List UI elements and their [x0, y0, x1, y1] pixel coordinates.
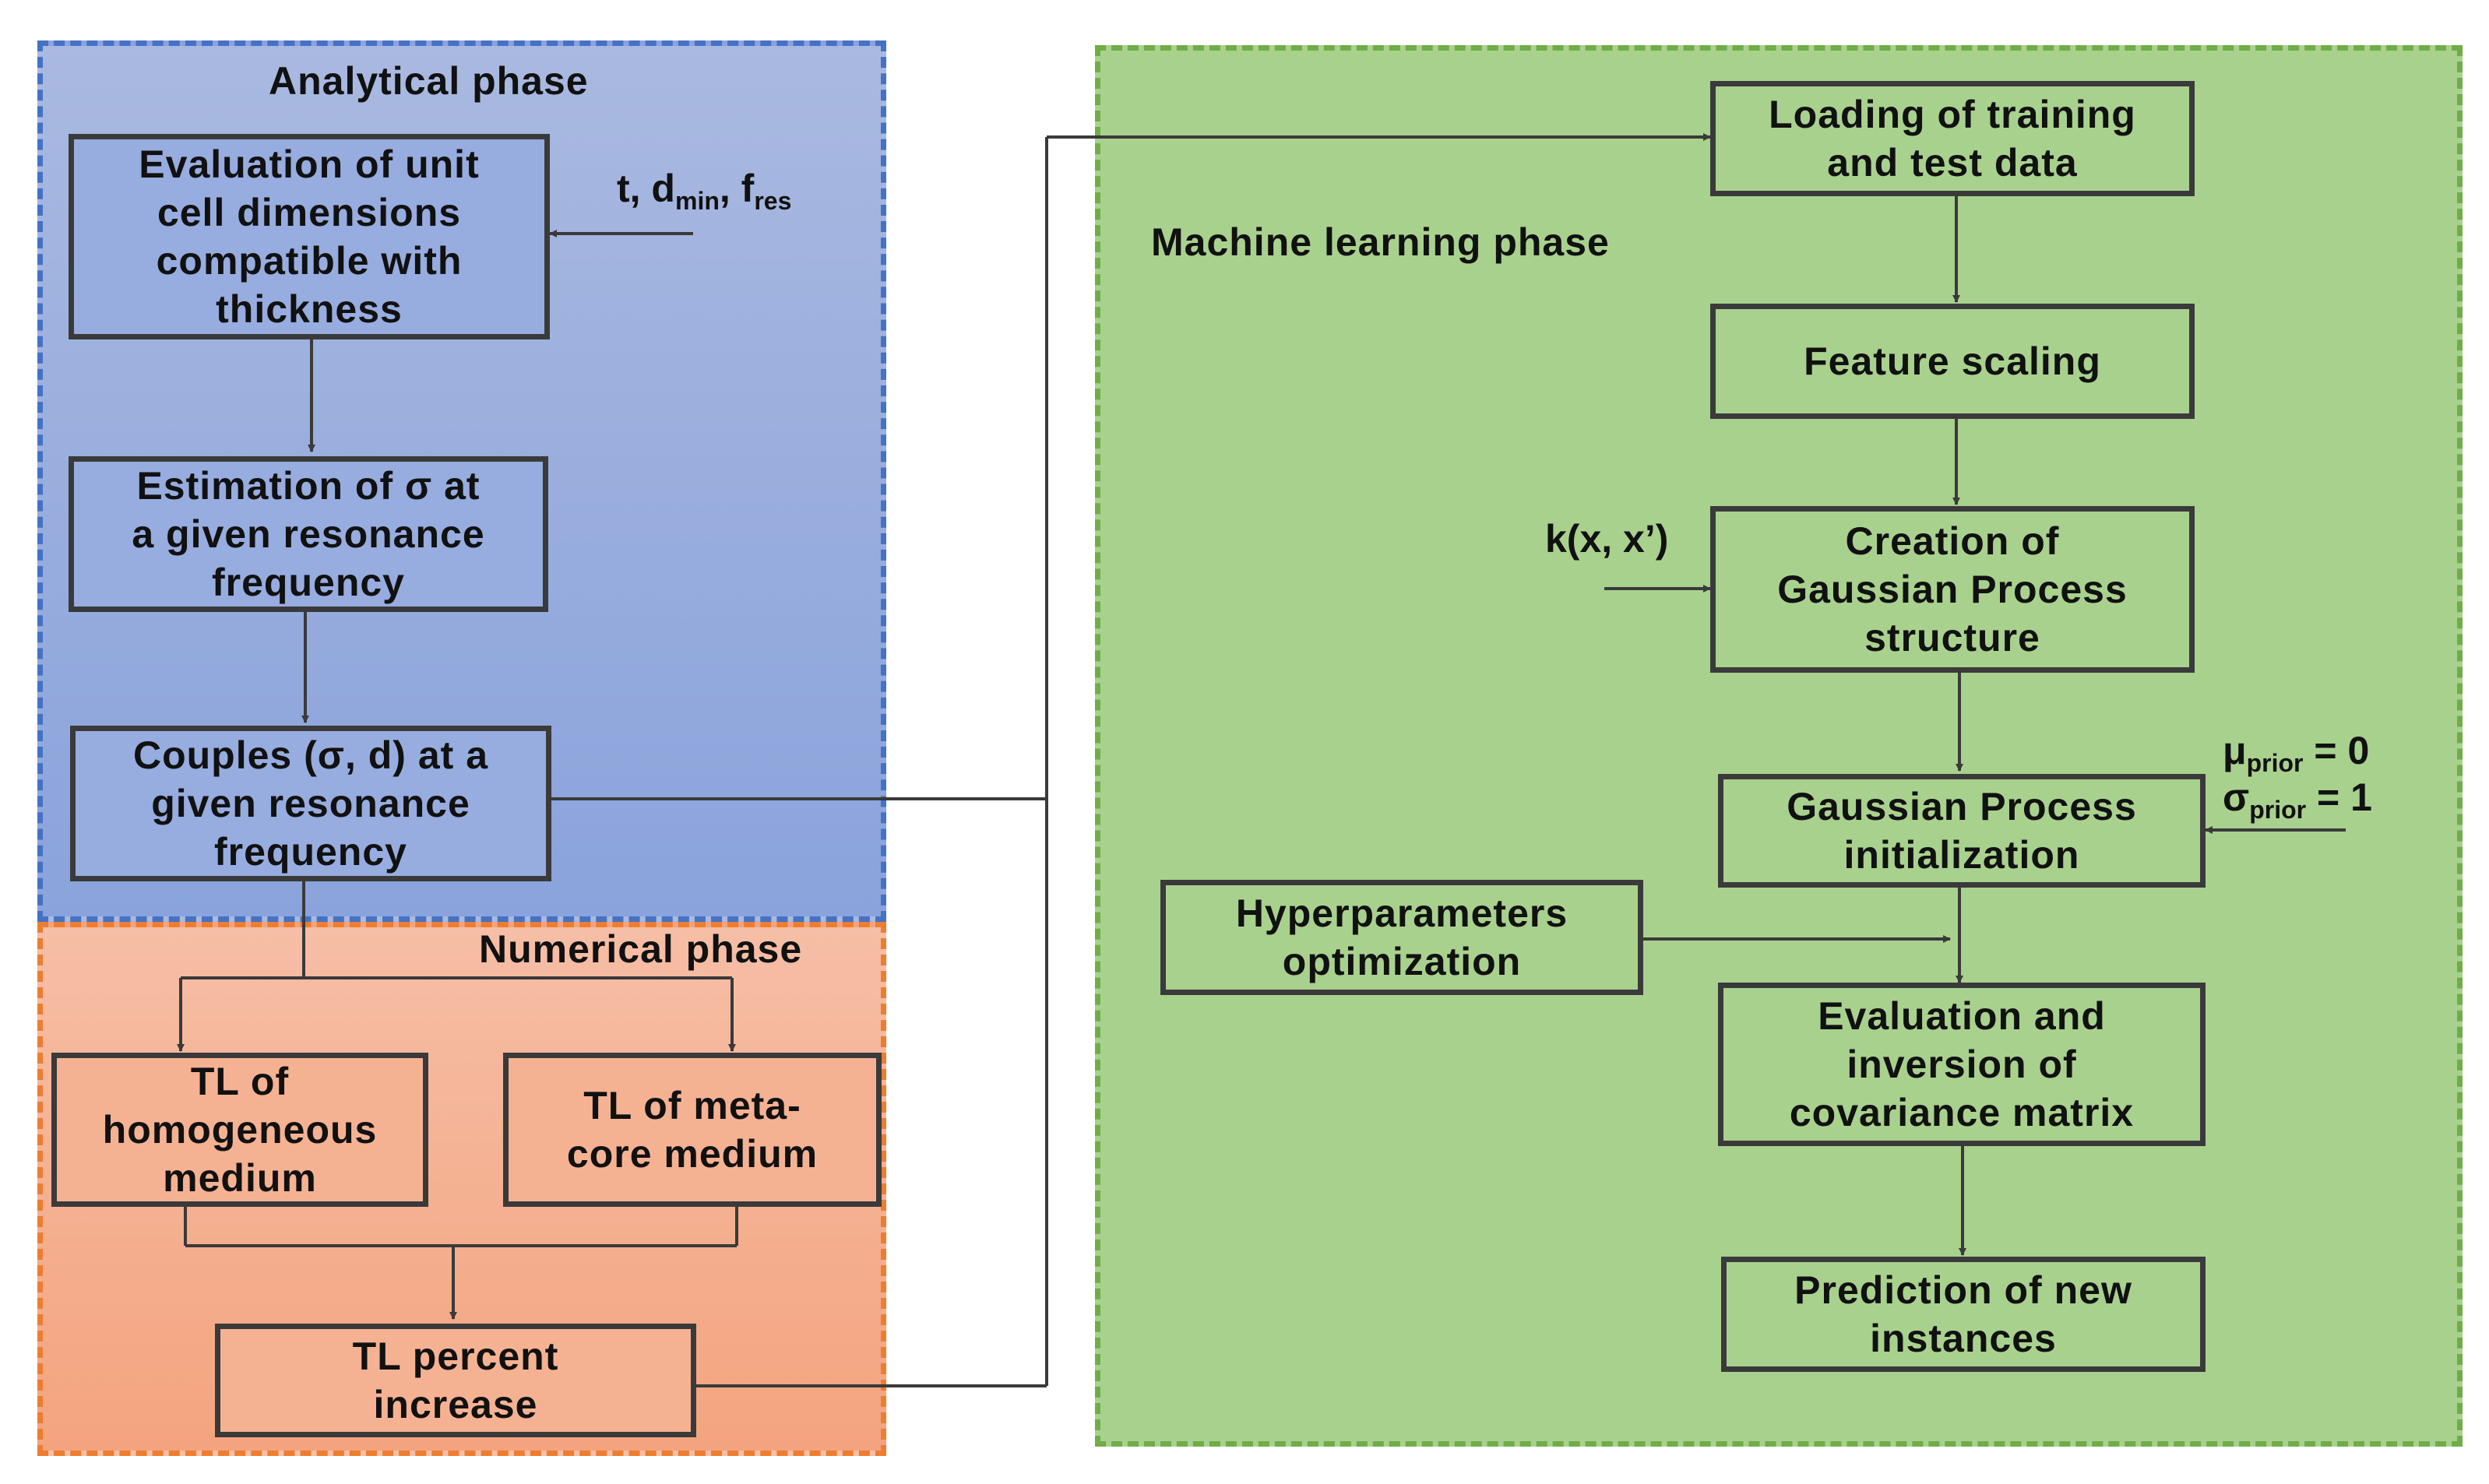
prediction-box: Prediction of new instances	[1721, 1257, 2206, 1372]
sigma-d-couples-box: Couples (σ, d) at a given resonance freq…	[70, 726, 551, 881]
kernel-input-label: k(x, x’)	[1545, 517, 1669, 561]
tl-percent-increase-box: TL percent increase	[215, 1324, 696, 1437]
analytical-phase-label: Analytical phase	[269, 59, 589, 103]
analytical-input-parameters: t, dmin, fres	[617, 167, 792, 215]
gp-structure-box: Creation of Gaussian Process structure	[1710, 506, 2195, 673]
loading-data-box: Loading of training and test data	[1710, 81, 2195, 196]
tl-metacore-box: TL of meta- core medium	[503, 1053, 882, 1207]
machine-learning-phase-label: Machine learning phase	[1151, 220, 1610, 264]
gp-initialization-box: Gaussian Process initialization	[1718, 774, 2206, 888]
feature-scaling-box: Feature scaling	[1710, 304, 2195, 419]
covariance-matrix-box: Evaluation and inversion of covariance m…	[1718, 983, 2206, 1146]
hyperparameters-optimization-box: Hyperparameters optimization	[1160, 880, 1643, 995]
sigma-estimation-box: Estimation of σ at a given resonance fre…	[69, 456, 548, 612]
unit-cell-dimensions-box: Evaluation of unit cell dimensions compa…	[69, 134, 550, 339]
numerical-phase-label: Numerical phase	[479, 927, 803, 971]
tl-homogeneous-box: TL of homogeneous medium	[51, 1053, 428, 1207]
machine-learning-phase-panel	[1095, 45, 2463, 1447]
mu-prior-label: μprior = 0	[2223, 729, 2370, 777]
sigma-prior-label: σprior = 1	[2223, 775, 2372, 824]
